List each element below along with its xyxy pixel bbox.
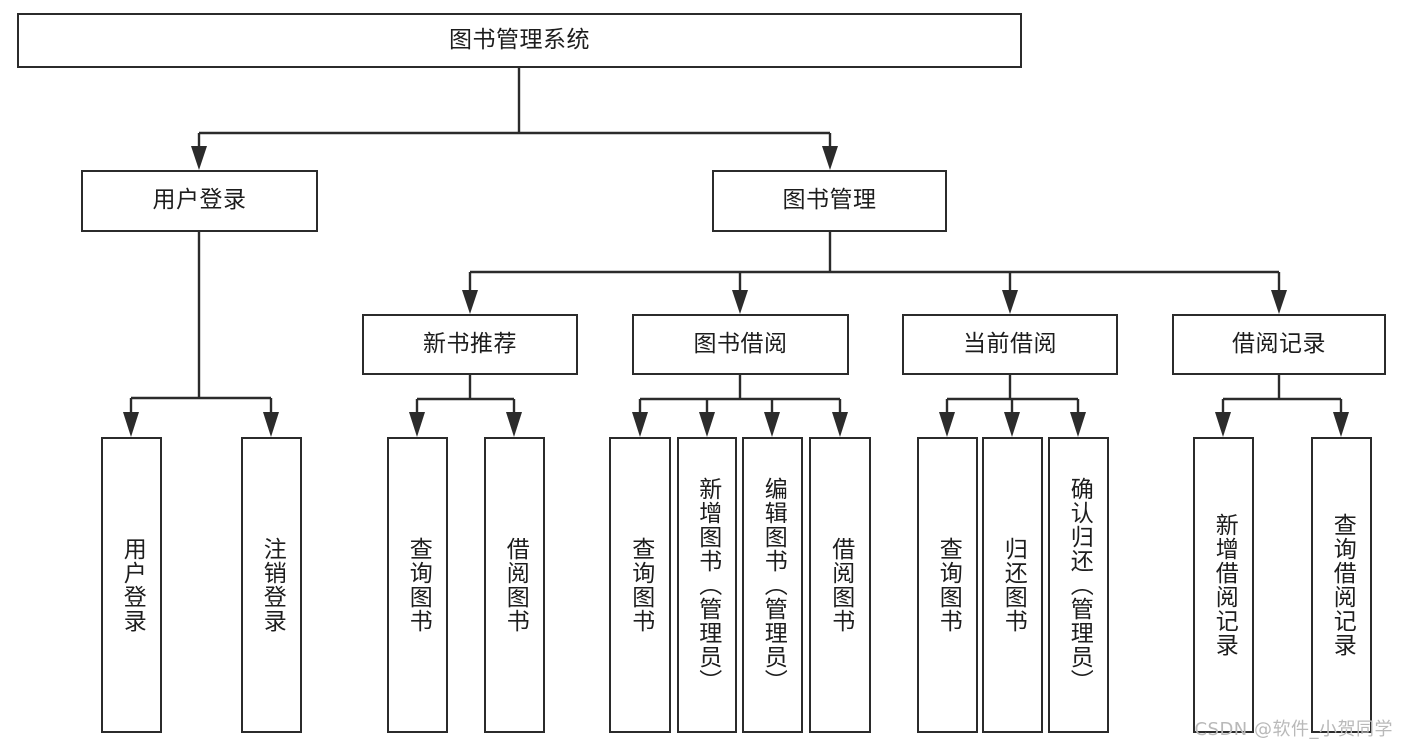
- node-leaf-borrow-book-2[interactable]: 借阅图书: [809, 437, 871, 733]
- node-leaf-query-book-3-label: 查询图书: [935, 537, 962, 633]
- node-book-borrow[interactable]: 图书借阅: [632, 314, 849, 375]
- node-leaf-borrow-book-1[interactable]: 借阅图书: [484, 437, 545, 733]
- node-book-manage[interactable]: 图书管理: [712, 170, 947, 232]
- node-leaf-add-record[interactable]: 新增借阅记录: [1193, 437, 1254, 733]
- node-user-login[interactable]: 用户登录: [81, 170, 318, 232]
- node-borrow-record[interactable]: 借阅记录: [1172, 314, 1386, 375]
- node-leaf-user-login[interactable]: 用户登录: [101, 437, 162, 733]
- node-leaf-query-book-1-label: 查询图书: [405, 537, 432, 633]
- node-leaf-query-book-2-label: 查询图书: [627, 537, 654, 633]
- node-leaf-borrow-book-1-label: 借阅图书: [502, 537, 529, 633]
- node-leaf-confirm-return-label: 确认归还（管理员）: [1066, 477, 1093, 693]
- node-book-borrow-label: 图书借阅: [693, 330, 788, 357]
- node-current-borrow-label: 当前借阅: [963, 330, 1057, 357]
- node-leaf-add-book[interactable]: 新增图书（管理员）: [677, 437, 737, 733]
- node-root[interactable]: 图书管理系统: [17, 13, 1022, 68]
- node-leaf-add-book-label: 新增图书（管理员）: [694, 477, 721, 693]
- node-book-manage-label: 图书管理: [782, 187, 877, 214]
- node-user-login-label: 用户登录: [152, 187, 247, 214]
- node-leaf-user-login-label: 用户登录: [119, 537, 146, 633]
- watermark-text: CSDN @软件_小贺同学: [1194, 719, 1393, 740]
- node-new-book-rec-label: 新书推荐: [423, 330, 517, 357]
- node-leaf-query-record-label: 查询借阅记录: [1329, 513, 1356, 657]
- node-leaf-confirm-return[interactable]: 确认归还（管理员）: [1048, 437, 1109, 733]
- node-leaf-logout[interactable]: 注销登录: [241, 437, 302, 733]
- node-leaf-query-record[interactable]: 查询借阅记录: [1311, 437, 1372, 733]
- node-leaf-query-book-2[interactable]: 查询图书: [609, 437, 671, 733]
- node-leaf-return-book-label: 归还图书: [1000, 537, 1027, 633]
- node-leaf-borrow-book-2-label: 借阅图书: [827, 537, 854, 633]
- node-leaf-edit-book[interactable]: 编辑图书（管理员）: [742, 437, 803, 733]
- node-current-borrow[interactable]: 当前借阅: [902, 314, 1118, 375]
- node-leaf-add-record-label: 新增借阅记录: [1211, 513, 1238, 657]
- node-new-book-rec[interactable]: 新书推荐: [362, 314, 578, 375]
- node-leaf-edit-book-label: 编辑图书（管理员）: [760, 477, 787, 693]
- node-root-label: 图书管理系统: [449, 26, 590, 53]
- node-leaf-return-book[interactable]: 归还图书: [982, 437, 1043, 733]
- node-borrow-record-label: 借阅记录: [1232, 330, 1326, 357]
- node-leaf-query-book-3[interactable]: 查询图书: [917, 437, 978, 733]
- node-leaf-query-book-1[interactable]: 查询图书: [387, 437, 448, 733]
- node-leaf-logout-label: 注销登录: [259, 537, 286, 633]
